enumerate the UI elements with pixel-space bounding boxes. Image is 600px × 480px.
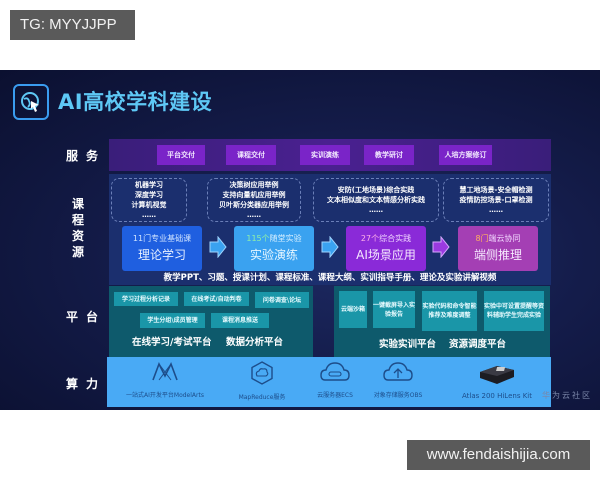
card-count: 115个 <box>246 234 270 243</box>
service-course-delivery[interactable]: 课程交付 <box>226 145 276 165</box>
platform-item-cloud-sandbox[interactable]: 云端沙箱 <box>339 291 367 328</box>
row-label-compute: 算力 <box>66 377 107 391</box>
services-band: 平台交付 课程交付 实训演练 教学研讨 人培方案修订 <box>109 139 551 171</box>
compute-item-atlas[interactable]: Atlas 200 HiLens Kit <box>452 360 542 400</box>
card-subtitle: 随堂实验 <box>269 234 302 243</box>
example-text: 文本相似度和文本情感分析实践 <box>327 196 425 204</box>
row-label-service: 服务 <box>66 149 107 163</box>
card-ai-scenario[interactable]: 27个综合实践 AI场景应用 <box>346 226 426 271</box>
card-subtitle: 专业基础课 <box>151 234 192 243</box>
platform-right-footer-b: 资源调度平台 <box>449 339 507 350</box>
example-text: 安防(工地场景)综合实践 <box>337 186 415 194</box>
mapreduce-hexagon-icon <box>251 361 273 385</box>
row-label-resources: 课程资源 <box>71 197 84 259</box>
platform-left-footer-a: 在线学习/考试平台 <box>132 337 212 348</box>
example-ellipsis: …… <box>247 211 261 219</box>
card-edge-inference[interactable]: 8门端云协同 端侧推理 <box>458 226 538 271</box>
card-count: 27个 <box>360 234 380 243</box>
card-title: 实验演练 <box>249 248 298 262</box>
examples-box-2: 决策树应用举例 支持向量机应用举例 贝叶斯分类器应用举例 …… <box>207 178 301 222</box>
watermark-top: TG: MYYJJPP <box>10 10 135 40</box>
example-ellipsis: …… <box>369 206 383 214</box>
card-count: 8门 <box>475 234 489 243</box>
platform-right-footer-a: 实验实训平台 <box>379 339 437 350</box>
compute-item-mapreduce[interactable]: MapReduce服务 <box>222 360 302 401</box>
compute-label: Atlas 200 HiLens Kit <box>462 392 532 400</box>
platform-item-course-notifications[interactable]: 课程消息推送 <box>211 313 269 328</box>
brand-watermark: 华为云社区 <box>542 391 592 400</box>
card-experiment-practice[interactable]: 115个随堂实验 实验演练 <box>234 226 314 271</box>
compute-band: 一站式AI开发平台ModelArts MapReduce服务 云服务器ECS 对… <box>107 357 551 407</box>
example-ellipsis: …… <box>142 211 156 219</box>
card-theory-learning[interactable]: 11门专业基础课 理论学习 <box>122 226 202 271</box>
arrow-right-icon <box>209 236 227 258</box>
globe-cursor-icon <box>13 84 49 120</box>
service-training-drill[interactable]: 实训演练 <box>300 145 350 165</box>
example-ellipsis: …… <box>489 206 503 214</box>
compute-item-modelarts[interactable]: 一站式AI开发平台ModelArts <box>115 360 215 399</box>
platform-left-footer-b: 数据分析平台 <box>226 337 284 348</box>
card-title: 端侧推理 <box>473 248 522 262</box>
service-training-plan-revision[interactable]: 人培方案修订 <box>439 145 492 165</box>
platform-item-code-recommendation[interactable]: 实验代码和命令智能推荐及难度调整 <box>422 291 477 331</box>
modelarts-icon <box>152 362 178 381</box>
platform-item-student-groups[interactable]: 学生分组\成员管理 <box>140 313 205 328</box>
examples-box-4: 慧工地场景-安全帽检测 疫情防控场景-口罩检测 …… <box>443 178 549 222</box>
platform-item-survey-forum[interactable]: 问卷调查\论坛 <box>255 292 309 308</box>
card-title: 理论学习 <box>137 248 186 262</box>
example-text: 机器学习 <box>135 181 163 189</box>
resources-footer: 教学PPT、习题、授课计划、课程标准、课程大纲、实训指导手册、理论及实验讲解视频 <box>163 273 497 283</box>
row-label-platform: 平台 <box>66 310 107 324</box>
card-subtitle: 综合实践 <box>379 234 412 243</box>
architecture-slide: AI高校学科建设 服务 课程资源 平台 算力 平台交付 课程交付 实训演练 教学… <box>0 70 600 410</box>
arrow-right-icon <box>432 236 450 258</box>
example-text: 支持向量机应用举例 <box>222 191 286 199</box>
platform-right-panel: 云端沙箱 一键截屏导入实验报告 实验代码和命令智能推荐及难度调整 实验中可设置提… <box>334 286 550 361</box>
example-text: 决策树应用举例 <box>229 181 279 189</box>
course-resources-band: 机器学习 深度学习 计算机视觉 …… 决策树应用举例 支持向量机应用举例 贝叶斯… <box>109 174 551 285</box>
example-text: 深度学习 <box>135 191 163 199</box>
example-text: 计算机视觉 <box>131 201 167 209</box>
arrow-right-icon <box>321 236 339 258</box>
service-teaching-seminar[interactable]: 教学研讨 <box>364 145 414 165</box>
card-title: AI场景应用 <box>356 248 416 262</box>
compute-item-obs[interactable]: 对象存储服务OBS <box>363 360 433 399</box>
watermark-bottom: www.fendaishijia.com <box>407 440 590 470</box>
platform-item-learning-analysis[interactable]: 学习过程分析记录 <box>114 292 178 306</box>
slide-title: AI高校学科建设 <box>58 90 213 114</box>
hilens-device-icon <box>480 366 514 384</box>
example-text: 慧工地场景-安全帽检测 <box>459 186 533 194</box>
service-platform-delivery[interactable]: 平台交付 <box>157 145 205 165</box>
compute-label: 对象存储服务OBS <box>373 392 423 399</box>
platform-item-screenshot-report[interactable]: 一键截屏导入实验报告 <box>373 291 415 328</box>
examples-box-1: 机器学习 深度学习 计算机视觉 …… <box>111 178 187 222</box>
compute-label: MapReduce服务 <box>238 394 286 401</box>
cloud-upload-icon <box>383 362 413 381</box>
cloud-server-icon <box>320 362 350 381</box>
platform-item-online-exam[interactable]: 在线考试/自动判卷 <box>184 292 249 306</box>
platform-left-panel: 学习过程分析记录 在线考试/自动判卷 问卷调查\论坛 学生分组\成员管理 课程消… <box>109 286 313 361</box>
card-subtitle: 端云协同 <box>488 234 521 243</box>
examples-box-3: 安防(工地场景)综合实践 文本相似度和文本情感分析实践 …… <box>313 178 439 222</box>
compute-label: 云服务器ECS <box>317 392 353 399</box>
compute-label: 一站式AI开发平台ModelArts <box>126 392 204 399</box>
example-text: 疫情防控场景-口罩检测 <box>459 196 533 204</box>
example-text: 贝叶斯分类器应用举例 <box>219 201 289 209</box>
compute-item-ecs[interactable]: 云服务器ECS <box>305 360 365 399</box>
card-count: 11门 <box>132 234 152 243</box>
platform-item-experiment-hints[interactable]: 实验中可设置提醒等资料辅助学生完成实验 <box>484 291 544 331</box>
